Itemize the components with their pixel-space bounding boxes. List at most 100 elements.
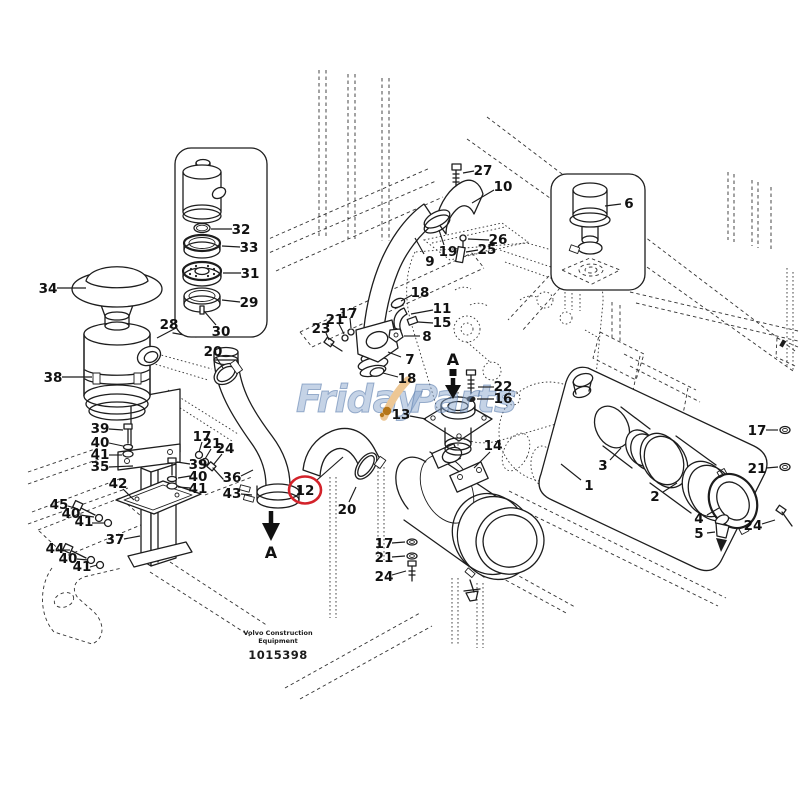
leader-line [240,469,254,477]
part-callout-18: 18 [398,371,417,387]
part-callout-29: 29 [240,295,259,311]
intake-pipe-36 [213,346,300,509]
part-callout-9: 9 [425,254,434,270]
watermark-swoosh-dot-small [379,412,385,418]
brand-line-2: Equipment [258,637,298,646]
leader-line [765,466,779,469]
part-callout-18: 18 [411,285,430,301]
leader-line [410,309,434,315]
part-callout-27: 27 [474,163,493,179]
part-callout-41: 41 [75,514,94,530]
leader-line [382,372,399,378]
cup-29-tab-30 [183,287,221,315]
leader-line [203,310,217,326]
part-callout-11: 11 [433,301,452,317]
inset-filter-element-detail [169,147,268,338]
leader-line [67,505,79,510]
rain-cap-34 [71,266,163,331]
leader-line [325,332,330,341]
part-callout-24: 24 [744,518,763,534]
part-callout-19: 19 [439,244,458,260]
part-callout-31: 31 [241,266,260,282]
leader-line [108,465,134,468]
part-callout-44: 44 [46,541,65,557]
leader-line [706,507,720,516]
leader-line [108,428,124,431]
part-callout-17: 17 [193,429,212,445]
inset-breather-detail [550,173,646,291]
leader-line [213,453,223,465]
leader-line [316,456,344,481]
leader-line [462,170,475,174]
part-callout-40: 40 [91,435,110,451]
band-clamp [84,369,150,385]
part-callout-2: 2 [650,489,659,505]
part-callout-23: 23 [312,321,331,337]
cup-33 [182,233,222,259]
leader-line [706,531,716,534]
leader-line [177,486,191,489]
watermark: Friday Parts [296,376,517,422]
leader-line [240,493,253,496]
stand-37 [127,463,193,568]
bolt-23-washers [323,328,355,352]
part-callout-7: 7 [405,352,414,368]
pin-25 [455,245,466,264]
part-callout-4: 4 [694,511,703,527]
leader-line [609,447,622,461]
part-callout-30: 30 [212,324,231,340]
part-callout-6: 6 [624,196,633,212]
element-31 [181,260,223,287]
part-callout-3: 3 [598,458,607,474]
part-callout-17: 17 [375,536,394,552]
figure-footer: Volvo Construction Equipment 1015398 [222,629,334,662]
part-callout-45: 45 [50,497,69,513]
part-callout-24: 24 [216,441,235,457]
leader-line [79,514,95,518]
part-callout-28: 28 [160,317,179,333]
part-callout-38: 38 [44,370,63,386]
callouts-layer: 3233312930283438394041354239404145404144… [39,163,779,585]
part-callout-14: 14 [484,438,503,454]
nozzle-8 [388,328,404,343]
part-callout-24: 24 [375,569,394,585]
clamp-20-left [213,359,243,386]
part-callout-41: 41 [91,447,110,463]
leader-line [438,229,445,246]
part-callout-41: 41 [73,559,92,575]
section-marker-square [449,369,457,376]
filter-housing-1 [538,366,768,572]
leader-line [391,570,407,576]
part-callout-10: 10 [494,179,513,195]
dust-valve-5 [714,514,730,552]
leader-line [465,249,479,253]
part-callout-34: 34 [39,281,58,297]
air-cleaner-assembly [62,266,224,570]
part-callout-12: 12 [296,483,315,499]
leader-line [560,463,582,481]
leader-line [604,203,622,207]
bracket-7 [355,319,399,363]
part-callout-25: 25 [478,242,497,258]
clamp-18-lower [369,367,385,377]
brand-line-1: Volvo Construction [243,629,313,637]
leader-line [414,237,425,255]
section-arrow-head [445,385,461,399]
leader-line [348,486,357,503]
leader-line [662,482,678,493]
oil-bath-cleaner-14 [395,443,545,602]
bolt-22 [465,369,477,394]
mounting-plate-13 [423,369,493,456]
elbow-10 [435,179,484,235]
leader-line [108,442,124,447]
leader-line [156,327,177,339]
part-callout-5: 5 [694,526,703,542]
clamp-20-center [354,452,387,480]
part-callout-21: 21 [326,312,345,328]
part-callout-35: 35 [91,459,110,475]
nut-16 [466,396,476,402]
pipe-9-elbow-10 [323,163,484,378]
part-callout-40: 40 [189,469,208,485]
part-callout-39: 39 [189,457,208,473]
